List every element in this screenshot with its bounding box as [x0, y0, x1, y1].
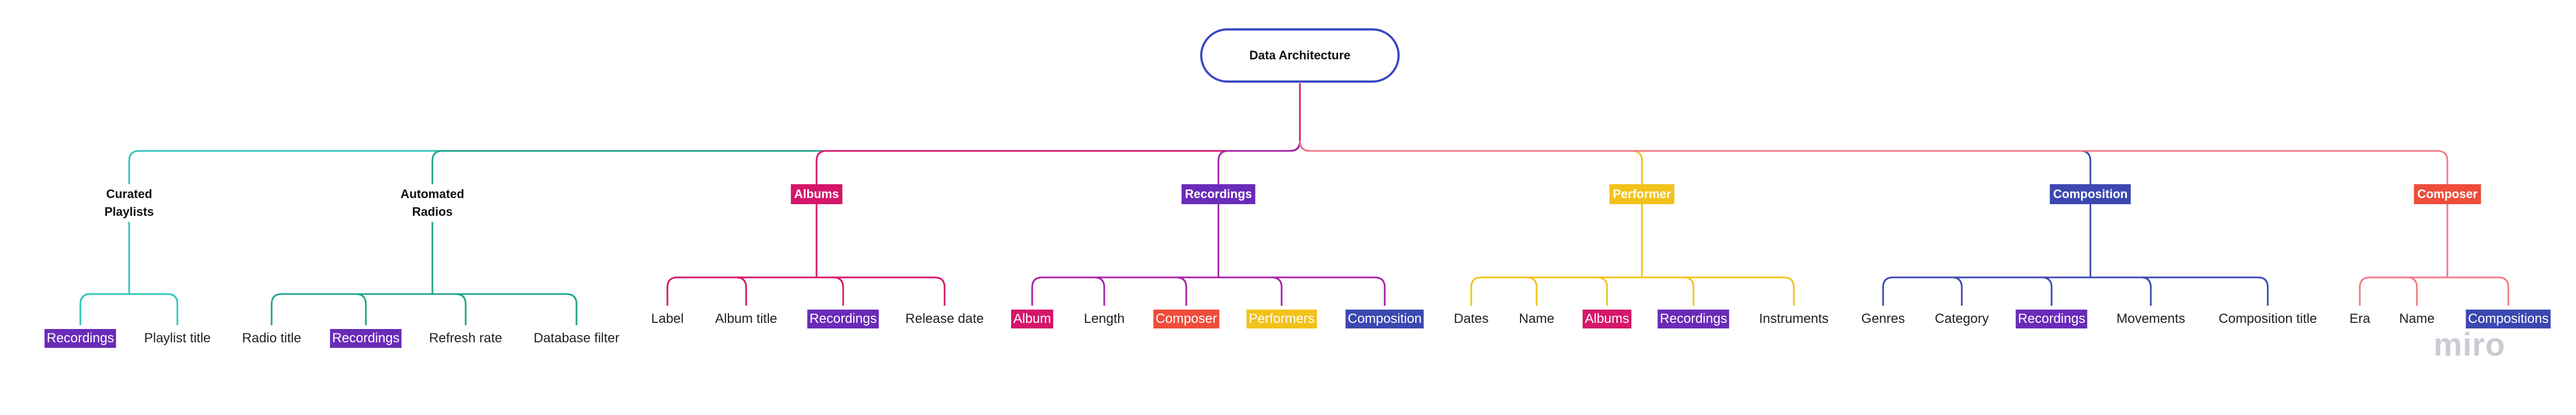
leaf-instruments[interactable]: Instruments	[1759, 311, 1829, 326]
leaf-drop-recordings	[1176, 276, 1187, 306]
branch-curated-title-line: Playlists	[104, 205, 154, 219]
leaf-movements[interactable]: Movements	[2116, 311, 2186, 326]
leaf-drop-performer	[1683, 276, 1695, 306]
hub-line-automated	[271, 293, 578, 325]
leaf-drop-recordings	[1094, 276, 1105, 306]
leaf-tag-performers[interactable]: Performers	[1246, 310, 1317, 328]
miro-watermark: miro	[2434, 327, 2506, 363]
leaf-dates[interactable]: Dates	[1453, 311, 1489, 326]
leaf-composition-title[interactable]: Composition title	[2218, 311, 2317, 326]
hub-line-composition	[1882, 276, 2269, 306]
leaf-tag-album[interactable]: Album	[1011, 310, 1054, 328]
branch-albums[interactable]: Albums	[790, 184, 843, 204]
leaf-tag-composition[interactable]: Composition	[1345, 310, 1424, 328]
leaf-drop-albums	[833, 276, 844, 306]
branch-performer[interactable]: Performer	[1609, 184, 1675, 204]
branch-composer-title: Composer	[2417, 187, 2478, 201]
leaf-database-filter[interactable]: Database filter	[533, 331, 620, 346]
leaf-refresh-rate[interactable]: Refresh rate	[429, 331, 503, 346]
leaf-drop-composition	[1951, 276, 1963, 306]
branch-composition[interactable]: Composition	[2049, 184, 2131, 204]
branch-automated-title-line: Automated	[400, 187, 465, 201]
leaf-tag-composer[interactable]: Composer	[1153, 310, 1220, 328]
leaf-category[interactable]: Category	[1935, 311, 1989, 326]
leaf-radio-title[interactable]: Radio title	[242, 331, 302, 346]
branch-line-albums	[815, 140, 1301, 184]
branch-line-composition	[1299, 140, 2092, 184]
hub-line-performer	[1470, 276, 1795, 306]
leaf-drop-recordings	[1271, 276, 1283, 306]
leaf-tag-recordings[interactable]: Recordings	[330, 329, 402, 348]
leaf-name[interactable]: Name	[1518, 311, 1555, 326]
leaf-drop-performer	[1596, 276, 1608, 306]
leaf-drop-albums	[736, 276, 747, 306]
branch-line-performer	[1299, 140, 1643, 184]
branch-recordings[interactable]: Recordings	[1181, 184, 1256, 204]
leaf-drop-automated	[455, 293, 467, 325]
leaf-tag-recordings[interactable]: Recordings	[2016, 310, 2088, 328]
leaf-drop-automated	[355, 293, 367, 325]
leaf-drop-composition	[2140, 276, 2152, 306]
hub-line-recordings	[1031, 276, 1386, 306]
branch-performer-title: Performer	[1613, 187, 1671, 201]
leaf-tag-recordings[interactable]: Recordings	[44, 329, 116, 348]
leaf-tag-recordings[interactable]: Recordings	[1657, 310, 1730, 328]
branch-line-curated	[128, 140, 1301, 184]
branch-line-recordings	[1217, 140, 1301, 184]
branch-composition-title: Composition	[2053, 187, 2128, 201]
leaf-drop-composer	[2406, 276, 2418, 306]
branch-line-composer	[1299, 140, 2449, 184]
leaf-name[interactable]: Name	[2399, 311, 2435, 326]
leaf-genres[interactable]: Genres	[1861, 311, 1905, 326]
branch-curated-title-line: Curated	[106, 187, 152, 201]
leaf-length[interactable]: Length	[1084, 311, 1125, 326]
branch-recordings-title: Recordings	[1185, 187, 1252, 201]
leaf-playlist-title[interactable]: Playlist title	[144, 331, 211, 346]
leaf-drop-performer	[1526, 276, 1538, 306]
branch-composer[interactable]: Composer	[2414, 184, 2481, 204]
leaf-release-date[interactable]: Release date	[905, 311, 984, 326]
leaf-tag-albums[interactable]: Albums	[1582, 310, 1632, 328]
leaf-era[interactable]: Era	[2349, 311, 2370, 326]
hub-line-composer	[2359, 276, 2509, 306]
leaf-drop-composition	[2041, 276, 2053, 306]
leaf-label[interactable]: Label	[651, 311, 684, 326]
branch-albums-title: Albums	[794, 187, 839, 201]
root-node[interactable]: Data Architecture	[1200, 28, 1400, 83]
leaf-tag-compositions[interactable]: Compositions	[2466, 310, 2551, 328]
branch-line-automated	[431, 140, 1301, 184]
root-label: Data Architecture	[1249, 48, 1351, 62]
leaf-tag-recordings[interactable]: Recordings	[807, 310, 879, 328]
leaf-album-title[interactable]: Album title	[715, 311, 778, 326]
hub-line-curated	[79, 293, 178, 325]
branch-automated-title-line: Radios	[412, 205, 453, 219]
hub-line-albums	[666, 276, 946, 306]
